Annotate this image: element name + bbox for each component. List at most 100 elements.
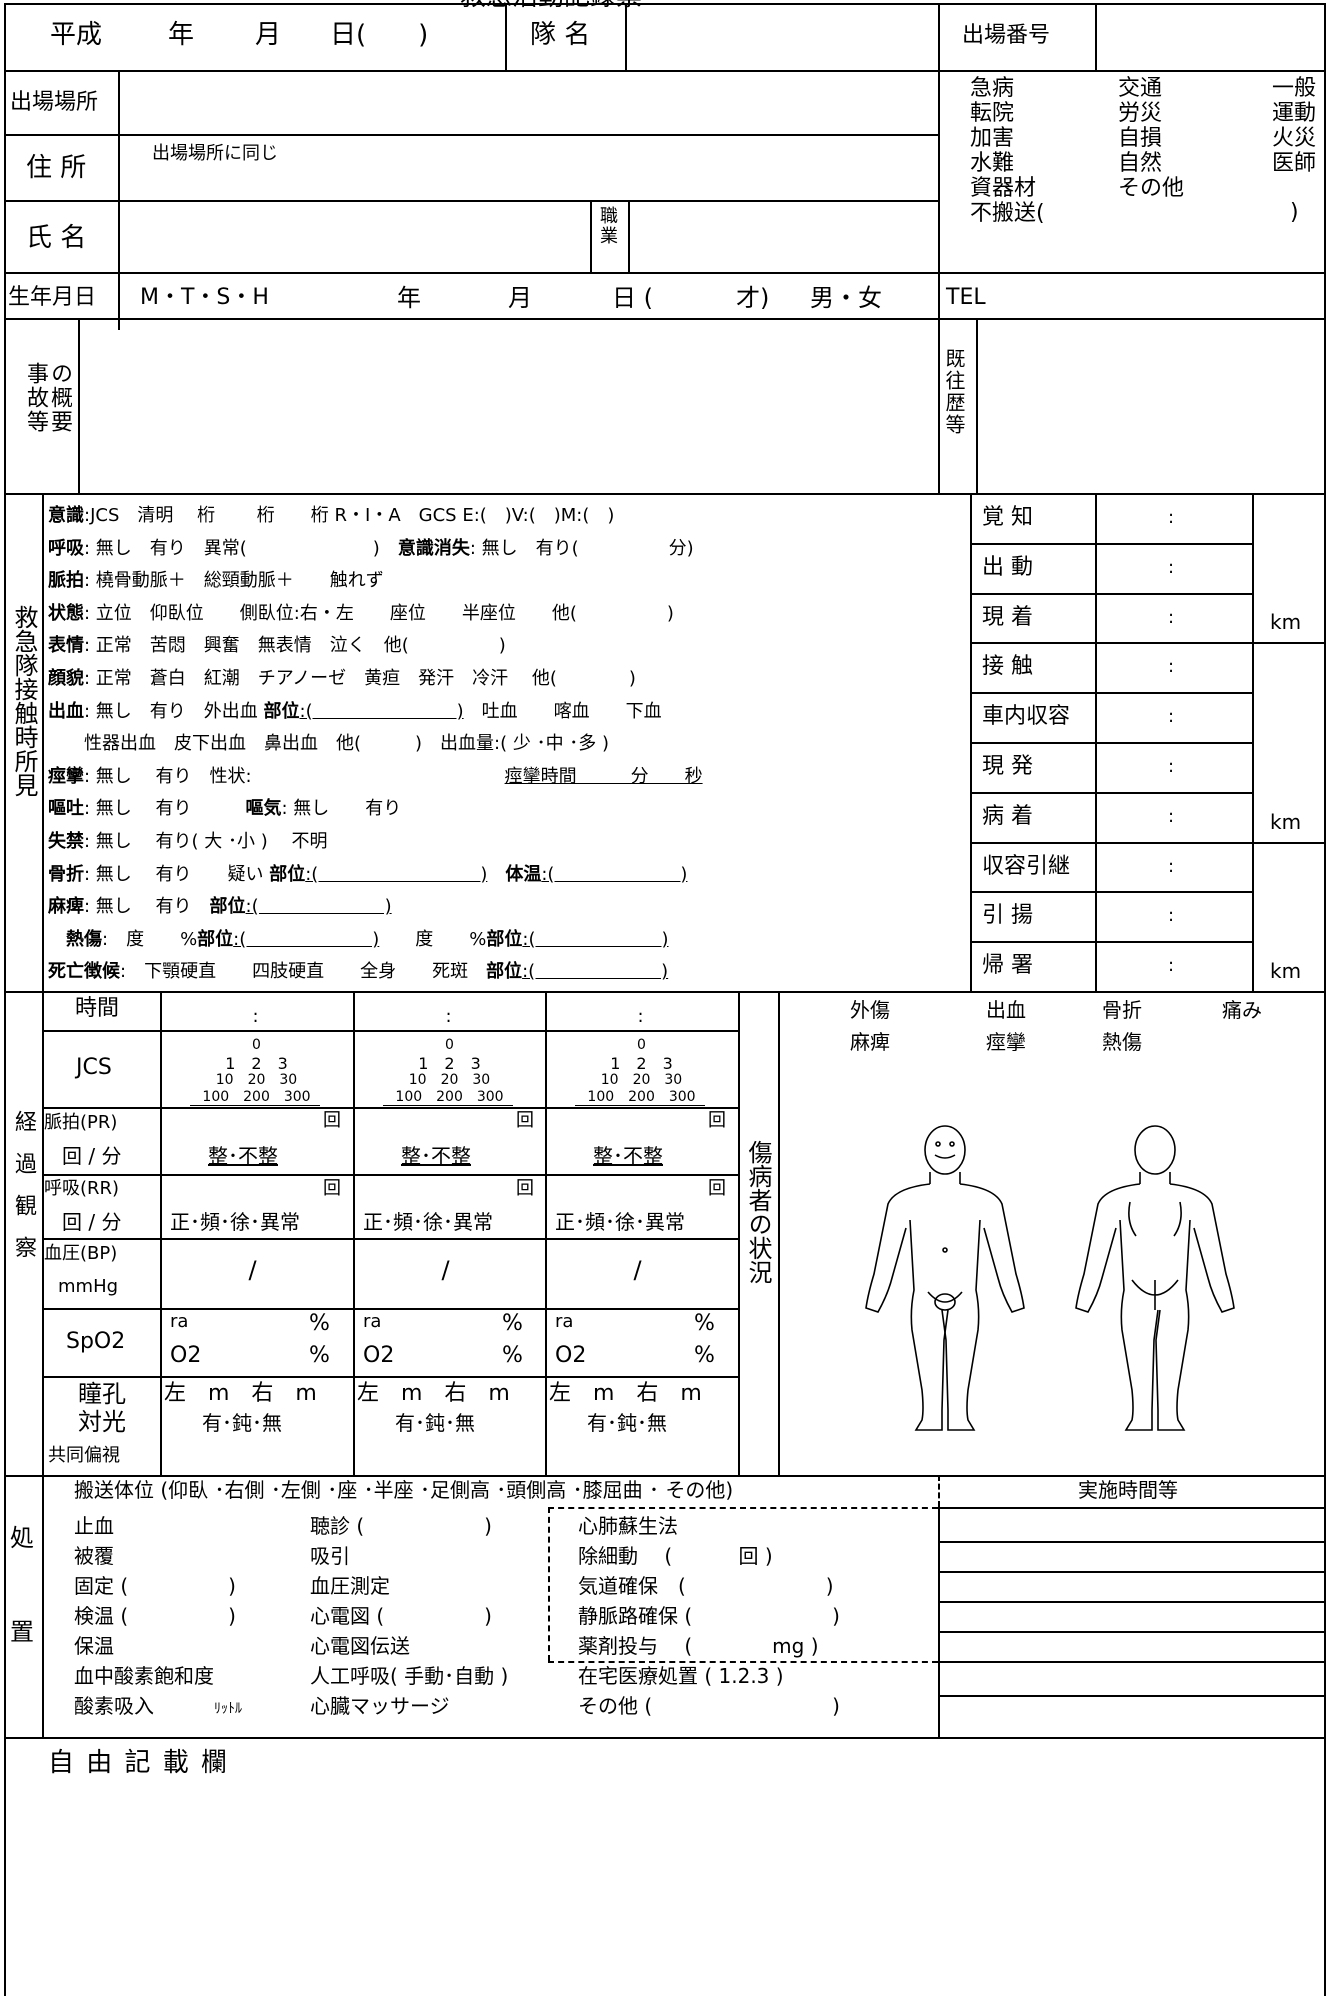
jcs-scale[interactable]: 1 2 3	[610, 1054, 673, 1073]
finding-options[interactable]: :JCS 清明 桁 桁 桁 R・I・A GCS E:( )V:( )M:( )	[84, 505, 615, 526]
death-part-field[interactable]: :( )	[522, 961, 669, 983]
light-value[interactable]: 有･鈍･無	[395, 1411, 475, 1435]
fracture-part-field[interactable]: :( )	[305, 863, 488, 885]
timeline-time-field[interactable]: :	[1168, 706, 1175, 727]
jcs-scale[interactable]: 100 200 300	[395, 1089, 504, 1105]
pulse-rhythm[interactable]: 整･不整	[593, 1144, 663, 1168]
spo2-ra[interactable]: ra	[363, 1311, 382, 1332]
pupil-value[interactable]: 左 m 右 m	[164, 1381, 317, 1406]
status-item[interactable]: 骨折	[1102, 998, 1142, 1022]
timeline-time-field[interactable]: :	[1168, 955, 1175, 976]
body-diagram-icon[interactable]	[860, 1120, 1280, 1440]
seizure-time[interactable]: 痙攣時間 分 秒	[504, 765, 703, 787]
timeline-time-field[interactable]: :	[1168, 507, 1175, 528]
finding-options[interactable]: : 無し 有り( 大 ･小 ) 不明	[84, 830, 328, 852]
accident-type[interactable]: その他	[1118, 176, 1185, 201]
timeline-time-field[interactable]: :	[1168, 656, 1175, 677]
spo2-o2[interactable]: O2	[555, 1343, 587, 1368]
jcs-scale[interactable]: 100 200 300	[202, 1089, 311, 1105]
consciousness-loss-options[interactable]: : 無し 有り( 分)	[469, 537, 694, 559]
timeline-time-field[interactable]: :	[1168, 806, 1175, 827]
gender-option[interactable]: 男・女	[810, 284, 882, 312]
treatment-item[interactable]: 心肺蘇生法	[578, 1514, 678, 1538]
finding-options[interactable]: : 正常 蒼白 紅潮 チアノーゼ 黄疸 発汗 冷汗 他( )	[84, 667, 636, 689]
accident-type[interactable]: 水難	[970, 151, 1015, 176]
treatment-item[interactable]: 除細動 ( 回 )	[578, 1544, 773, 1568]
pulse-count[interactable]: 回	[708, 1110, 726, 1131]
status-item[interactable]: 出血	[986, 998, 1026, 1022]
treatment-item[interactable]: 人工呼吸( 手動･自動 )	[310, 1664, 509, 1688]
resp-pattern[interactable]: 正･頻･徐･異常	[555, 1210, 685, 1234]
finding-options[interactable]: : 度 %	[102, 928, 198, 950]
finding-options[interactable]: : 無し 有り	[84, 896, 210, 918]
address-value[interactable]: 出場場所に同じ	[152, 143, 278, 164]
finding-options[interactable]: : 正常 苦悶 興奮 無表情 泣く 他( )	[84, 635, 506, 657]
history-field[interactable]	[978, 320, 1322, 491]
treatment-item[interactable]: 被覆	[74, 1544, 114, 1568]
temperature-field[interactable]: :( )	[541, 863, 688, 885]
transport-position[interactable]: 搬送体位 (仰臥 ･右側 ･左側 ･座 ･半座 ･足側高 ･頭側高 ･膝屈曲 ･…	[74, 1478, 734, 1502]
timeline-time-field[interactable]: :	[1168, 557, 1175, 578]
accident-type[interactable]: 自然	[1118, 151, 1163, 176]
accident-summary-field[interactable]	[80, 320, 936, 491]
treatment-item[interactable]: 吸引	[310, 1544, 350, 1568]
resp-count[interactable]: 回	[708, 1178, 726, 1199]
treatment-item[interactable]: 心臓マッサージ	[310, 1694, 450, 1718]
jcs-scale[interactable]: 0	[445, 1037, 454, 1053]
finding-options[interactable]: : 立位 仰臥位 側臥位:右・左 座位 半座位 他( )	[84, 602, 674, 624]
obs-time-field[interactable]: :	[637, 1006, 644, 1027]
treatment-item[interactable]: 保温	[74, 1634, 114, 1658]
distance-km[interactable]: km	[1270, 610, 1302, 634]
accident-type[interactable]: 交通	[1118, 76, 1163, 101]
jcs-scale[interactable]: 1 2 3	[225, 1054, 288, 1073]
finding-options[interactable]: : 橈骨動脈＋ 総頸動脈＋ 触れず	[84, 570, 384, 592]
spo2-o2[interactable]: O2	[170, 1343, 202, 1368]
treatment-item[interactable]: 気道確保 ( )	[578, 1574, 834, 1598]
team-name-field[interactable]	[627, 6, 936, 68]
treatment-item[interactable]: 在宅医療処置 ( 1.2.3 )	[578, 1664, 784, 1688]
obs-time-field[interactable]: :	[445, 1006, 452, 1027]
pulse-count[interactable]: 回	[323, 1110, 341, 1131]
resp-count[interactable]: 回	[516, 1178, 534, 1199]
pulse-rhythm[interactable]: 整･不整	[208, 1144, 278, 1168]
paralysis-part-field[interactable]: :( )	[245, 896, 392, 918]
accident-type[interactable]: 一般	[1272, 76, 1317, 101]
bp-slash[interactable]: /	[248, 1256, 257, 1284]
birth-era[interactable]: M・T・S・H	[140, 285, 269, 310]
finding-options[interactable]: : 下顎硬直 四肢硬直 全身 死斑	[120, 961, 487, 983]
accident-type[interactable]: 急病	[970, 76, 1015, 101]
jcs-scale[interactable]: 0	[637, 1037, 646, 1053]
finding-options[interactable]: : 無し 有り 異常( )	[84, 537, 398, 559]
jcs-scale[interactable]: 10 20 30	[408, 1072, 491, 1088]
dispatch-place-field[interactable]	[120, 72, 936, 132]
treatment-item[interactable]: 止血	[74, 1514, 114, 1538]
pulse-rhythm[interactable]: 整･不整	[401, 1144, 471, 1168]
burn2-options[interactable]: 度 %	[415, 928, 487, 950]
finding-options[interactable]: : 無し 有り 疑い	[84, 863, 270, 885]
nausea-options[interactable]: : 無し 有り	[281, 798, 402, 820]
jcs-scale[interactable]: 100 200 300	[587, 1089, 696, 1105]
treatment-item[interactable]: 心電図伝送	[310, 1634, 410, 1658]
resp-count[interactable]: 回	[323, 1178, 341, 1199]
distance-km[interactable]: km	[1270, 959, 1302, 983]
finding-options[interactable]: : 無し 有り 性状:	[84, 765, 252, 787]
distance-km[interactable]: km	[1270, 810, 1302, 834]
burn2-part-field[interactable]: :( )	[522, 928, 669, 950]
pupil-value[interactable]: 左 m 右 m	[549, 1381, 702, 1406]
status-item[interactable]: 外傷	[850, 998, 890, 1022]
light-value[interactable]: 有･鈍･無	[202, 1411, 282, 1435]
accident-type[interactable]: 火災	[1272, 126, 1317, 151]
bp-slash[interactable]: /	[633, 1256, 642, 1284]
timeline-time-field[interactable]: :	[1168, 756, 1175, 777]
accident-type[interactable]: 資器材	[970, 176, 1037, 201]
accident-type[interactable]: 医師	[1272, 151, 1317, 176]
finding-options[interactable]: : 無し 有り 外出血	[84, 700, 264, 722]
accident-type[interactable]: 転院	[970, 101, 1015, 126]
treatment-item[interactable]: 血圧測定	[310, 1574, 390, 1598]
resp-pattern[interactable]: 正･頻･徐･異常	[170, 1210, 300, 1234]
free-text-field[interactable]	[8, 1790, 1320, 1990]
obs-time-field[interactable]: :	[252, 1006, 259, 1027]
jcs-scale[interactable]: 0	[252, 1037, 261, 1053]
status-item[interactable]: 痛み	[1222, 998, 1262, 1022]
treatment-item[interactable]: 血中酸素飽和度	[74, 1664, 214, 1688]
